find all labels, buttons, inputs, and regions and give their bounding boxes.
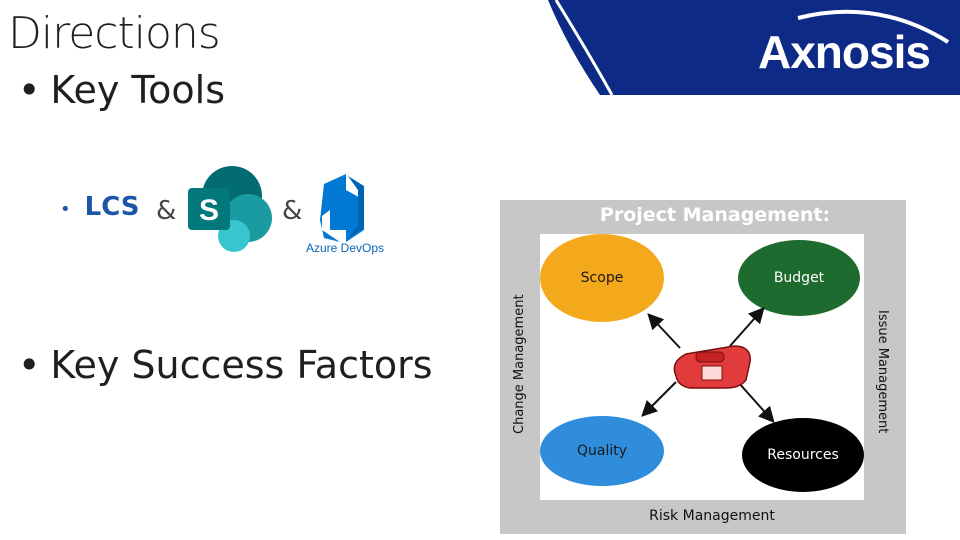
diagram-arrows bbox=[641, 307, 775, 423]
bullet-key-success-label: Key Success Factors bbox=[50, 343, 433, 387]
budget-node: Budget bbox=[738, 240, 860, 316]
azure-devops-logo-icon: Azure DevOps bbox=[306, 174, 384, 255]
arrow-to-resources bbox=[737, 381, 775, 423]
sharepoint-letter: S bbox=[199, 194, 219, 227]
budget-label: Budget bbox=[773, 270, 825, 286]
arrow-to-budget bbox=[729, 307, 765, 347]
telephone-icon bbox=[673, 345, 751, 389]
resources-node: Resources bbox=[742, 418, 864, 492]
axnosis-logo-banner: Axnosis bbox=[548, 0, 960, 95]
project-management-title: Project Management: bbox=[599, 204, 831, 226]
azure-devops-label: Azure DevOps bbox=[306, 241, 384, 255]
scope-node: Scope bbox=[540, 234, 664, 322]
logo-text: Axnosis bbox=[758, 26, 930, 78]
bullet-dot: • bbox=[18, 343, 41, 387]
sub-bullet-dot: • bbox=[60, 199, 71, 220]
quality-node: Quality bbox=[540, 416, 664, 486]
tools-row: • LCS bbox=[60, 192, 139, 222]
scope-label: Scope bbox=[580, 270, 624, 286]
slide-title: Directions bbox=[8, 8, 221, 59]
ampersand-2: & bbox=[282, 196, 303, 226]
resources-label: Resources bbox=[767, 447, 839, 463]
arrow-to-scope bbox=[647, 313, 681, 349]
risk-management-label: Risk Management bbox=[649, 508, 775, 524]
bullet-key-tools-label: Key Tools bbox=[50, 68, 226, 112]
arrow-to-quality bbox=[641, 381, 677, 417]
lcs-label: LCS bbox=[84, 192, 140, 222]
sharepoint-logo-icon: S bbox=[188, 166, 272, 252]
change-management-label: Change Management bbox=[512, 294, 527, 434]
ampersand-1: & bbox=[156, 196, 177, 226]
issue-management-label: Issue Management bbox=[875, 310, 890, 434]
quality-label: Quality bbox=[576, 443, 628, 459]
logo-swoosh-icon bbox=[797, 9, 950, 44]
bullet-dot: • bbox=[18, 68, 41, 112]
bullet-key-success-factors: •Key Success Factors bbox=[18, 343, 433, 387]
bullet-key-tools: •Key Tools bbox=[18, 68, 225, 112]
